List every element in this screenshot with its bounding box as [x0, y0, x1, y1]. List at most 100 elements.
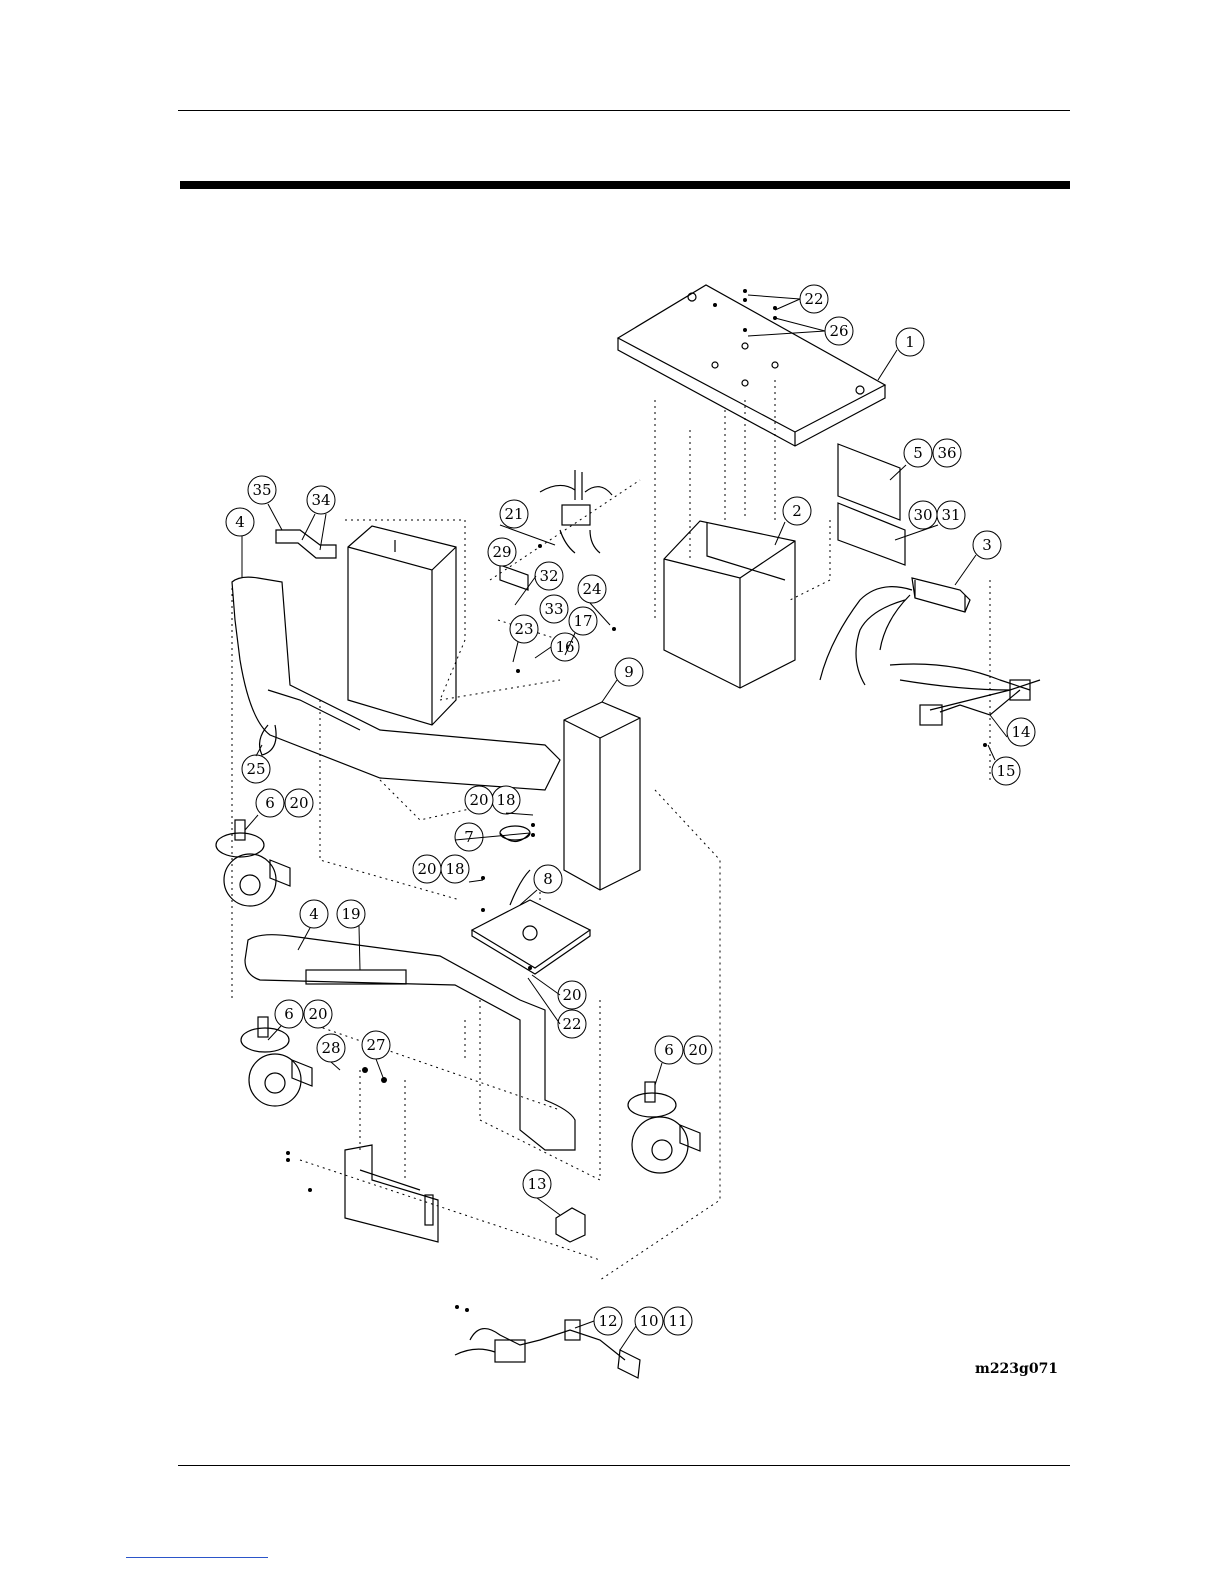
- callout-label: 31: [941, 506, 960, 524]
- callout-group: 1 2 3 4 4 5 36 6 20 6 20 6 20 7 8 9 10 1…: [226, 285, 1035, 1335]
- callout-label: 20: [688, 1041, 707, 1059]
- callout: 26: [825, 317, 853, 345]
- relay-assembly: [540, 470, 612, 553]
- mounting-bracket: [345, 1145, 438, 1242]
- caster-lower-right: [628, 1082, 700, 1173]
- callout: 25: [242, 755, 270, 783]
- callout: 34: [307, 486, 335, 514]
- callout-label: 26: [829, 322, 848, 340]
- callout-label: 1: [905, 333, 915, 351]
- explosion-lines: [232, 380, 990, 1280]
- callout-label: 29: [492, 543, 511, 561]
- callout-label: 20: [289, 794, 308, 812]
- callout: 33: [540, 595, 568, 623]
- callout-label: 4: [235, 513, 245, 531]
- callout-label: 34: [311, 491, 330, 509]
- callout-label: 12: [598, 1312, 617, 1330]
- callout-label: 30: [913, 506, 932, 524]
- callout-label: 22: [804, 290, 823, 308]
- callout-label: 27: [366, 1036, 385, 1054]
- callout: 24: [578, 575, 606, 603]
- figure-id: m223g071: [975, 1361, 1058, 1377]
- callout-label: 36: [937, 444, 956, 462]
- callout-label: 28: [321, 1039, 340, 1057]
- callout: 20: [304, 1000, 332, 1028]
- callout-label: 10: [639, 1312, 658, 1330]
- lower-base-leg: [245, 935, 575, 1150]
- callout: 12: [594, 1307, 622, 1335]
- callout: 17: [569, 607, 597, 635]
- callout-label: 6: [284, 1005, 294, 1023]
- callout-label: 6: [664, 1041, 674, 1059]
- bracket-34: [276, 530, 336, 558]
- callout: 6: [655, 1036, 683, 1064]
- callout: 1: [896, 328, 924, 356]
- callout: 15: [992, 757, 1020, 785]
- callout: 18: [441, 855, 469, 883]
- cable-harness: [820, 587, 1040, 710]
- callout-label: 14: [1011, 723, 1030, 741]
- callout: 20: [413, 855, 441, 883]
- callout-label: 5: [913, 444, 923, 462]
- switch: [556, 1208, 585, 1242]
- callout: 19: [337, 900, 365, 928]
- callout-label: 8: [543, 870, 553, 888]
- callout-label: 33: [544, 600, 563, 618]
- callout: 16: [551, 633, 579, 661]
- callout-label: 25: [246, 760, 265, 778]
- callout-label: 32: [539, 567, 558, 585]
- callout: 20: [285, 789, 313, 817]
- callout-label: 35: [252, 481, 271, 499]
- callout-label: 24: [582, 580, 601, 598]
- cable-clip: [260, 725, 277, 755]
- callout: 20: [465, 786, 493, 814]
- callout: 2: [783, 497, 811, 525]
- callout-label: 9: [624, 663, 634, 681]
- callout: 14: [1007, 718, 1035, 746]
- callout-label: 2: [792, 502, 802, 520]
- callout: 7: [455, 823, 483, 851]
- mounting-plate: [472, 870, 590, 974]
- callout-label: 21: [504, 505, 523, 523]
- callout: 29: [488, 538, 516, 566]
- callout: 5: [904, 439, 932, 467]
- callout: 6: [256, 789, 284, 817]
- power-cord-upper: [920, 680, 1030, 725]
- callout-label: 11: [668, 1312, 687, 1330]
- callout: 36: [933, 439, 961, 467]
- callout: 4: [226, 508, 254, 536]
- callout-label: 19: [341, 905, 360, 923]
- tall-cover: [348, 526, 456, 725]
- callout: 28: [317, 1034, 345, 1062]
- callout: 35: [248, 476, 276, 504]
- callout-label: 20: [562, 986, 581, 1004]
- callout: 20: [684, 1036, 712, 1064]
- callout-label: 7: [464, 828, 474, 846]
- leader-lines: [242, 295, 1007, 1350]
- callout: 27: [362, 1031, 390, 1059]
- hardware-dots: [286, 289, 987, 1312]
- callout: 13: [523, 1170, 551, 1198]
- callout: 21: [500, 500, 528, 528]
- callout-label: 23: [514, 620, 533, 638]
- callout-label: 20: [308, 1005, 327, 1023]
- callout: 11: [664, 1307, 692, 1335]
- caster-upper-left: [216, 820, 290, 906]
- callout: 20: [558, 981, 586, 1009]
- callout-label: 6: [265, 794, 275, 812]
- callout-label: 13: [527, 1175, 546, 1193]
- callout-label: 3: [982, 536, 992, 554]
- callout: 8: [534, 865, 562, 893]
- electronics-box: [664, 521, 795, 688]
- callout: 3: [973, 531, 1001, 559]
- callout: 10: [635, 1307, 663, 1335]
- column: [564, 702, 640, 890]
- callout-label: 18: [445, 860, 464, 878]
- callout-label: 4: [309, 905, 319, 923]
- callout: 30: [909, 501, 937, 529]
- callout: 4: [300, 900, 328, 928]
- callout: 22: [800, 285, 828, 313]
- callout: 23: [510, 615, 538, 643]
- callout: 32: [535, 562, 563, 590]
- callout: 18: [492, 786, 520, 814]
